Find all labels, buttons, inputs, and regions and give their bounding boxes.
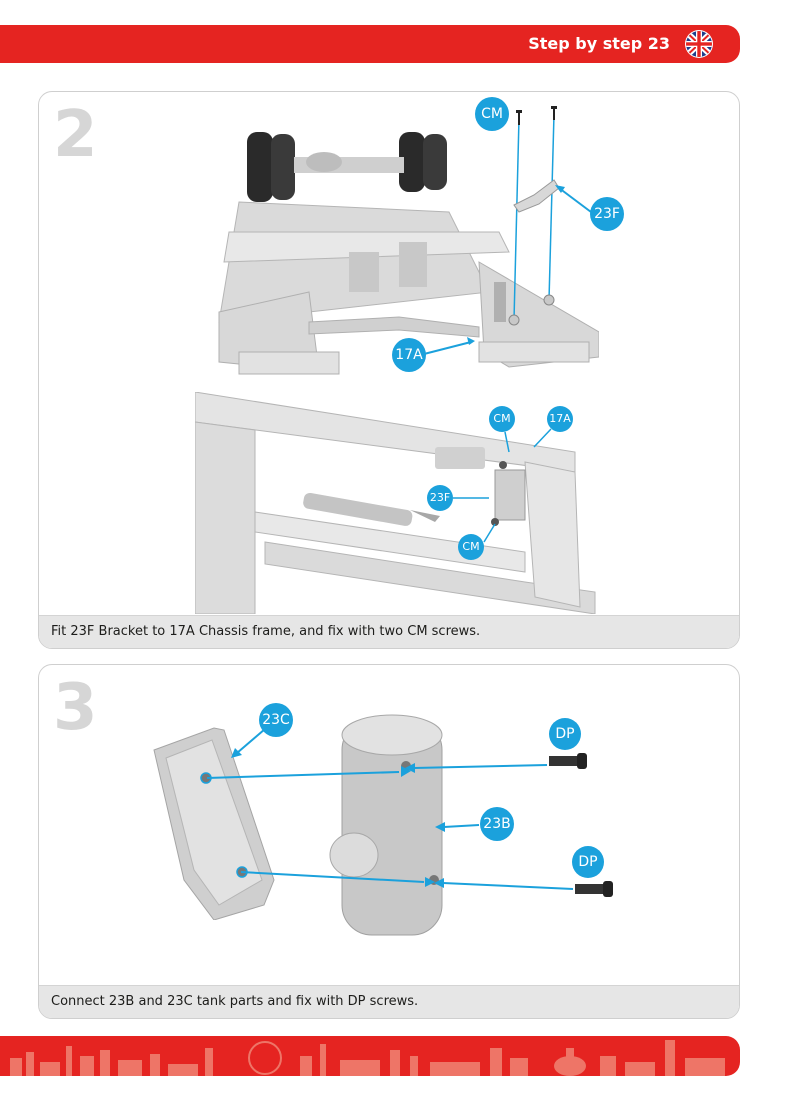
callout-23c: 23C <box>259 703 293 737</box>
page-title: Step by step 23 <box>528 34 670 53</box>
callout-dp-1: DP <box>549 718 581 750</box>
callout-23f-closeup: 23F <box>427 485 453 511</box>
caption-text: Fit 23F Bracket to 17A Chassis frame, an… <box>51 624 481 639</box>
leader-lines-closeup <box>453 428 552 543</box>
header-bar: Step by step 23 <box>0 25 740 63</box>
step-3-panel: 3 23C DP 23B DP C <box>38 664 740 1019</box>
callout-17a-closeup: 17A <box>547 406 573 432</box>
callout-17a: 17A <box>392 338 426 372</box>
callout-cm: CM <box>475 97 509 131</box>
screw-assembly-top <box>508 106 560 326</box>
chassis-illustration <box>218 132 599 375</box>
footer-bar <box>0 1036 740 1076</box>
dp-screw-2 <box>575 881 613 897</box>
step-number: 3 <box>53 671 98 745</box>
callout-dp-2: DP <box>572 846 604 878</box>
callout-23b: 23B <box>480 807 514 841</box>
leader-lines-step-3 <box>206 728 574 890</box>
step-2-caption: Fit 23F Bracket to 17A Chassis frame, an… <box>39 615 739 648</box>
step-number: 2 <box>53 98 98 172</box>
step-2-panel: 2 CM 23F 17A <box>38 91 740 649</box>
uk-flag-icon <box>685 30 713 58</box>
callout-23f: 23F <box>590 197 624 231</box>
london-skyline-decoration <box>10 1040 725 1076</box>
closeup-illustration <box>195 392 596 614</box>
callout-cm-closeup-top: CM <box>489 406 515 432</box>
callout-cm-closeup-bottom: CM <box>458 534 484 560</box>
leader-lines-top <box>423 185 592 355</box>
dp-screw-1 <box>549 753 587 769</box>
caption-text: Connect 23B and 23C tank parts and fix w… <box>51 994 419 1009</box>
step-3-caption: Connect 23B and 23C tank parts and fix w… <box>39 985 739 1018</box>
